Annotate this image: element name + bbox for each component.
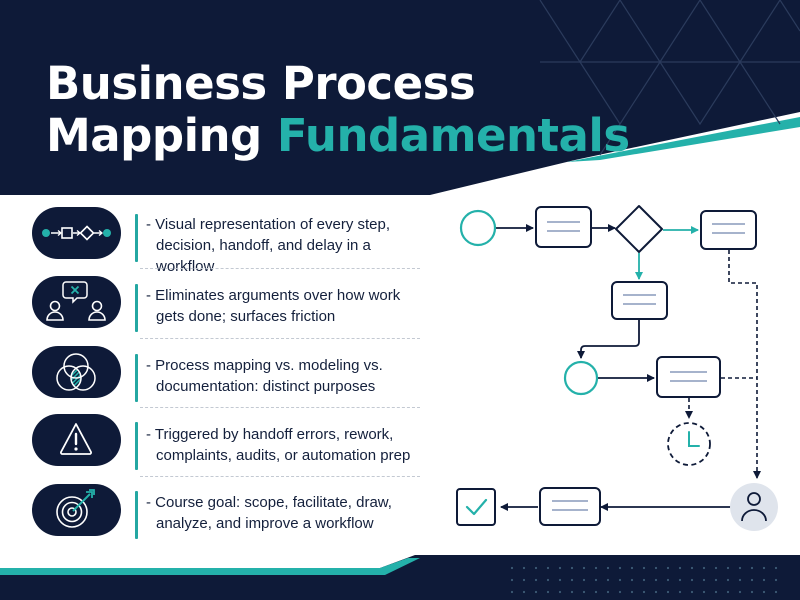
process-flow-icon [32, 207, 121, 259]
process-step-1 [535, 206, 592, 248]
row-4-accent-bar [135, 422, 138, 470]
process-step-mid [656, 356, 721, 398]
row-3-line-2: documentation: distinct purposes [156, 378, 376, 395]
intermediate-node [563, 360, 599, 396]
footer-band [0, 555, 800, 600]
timer-node [667, 422, 711, 466]
row-1-line-1: - Visual representation of every step, [146, 216, 391, 233]
check-complete-icon [456, 488, 496, 526]
page-title: Business Process Mapping Fundamentals [46, 58, 630, 162]
row-5-line-1: - Course goal: scope, facilitate, draw, [146, 494, 392, 511]
header-teal-accent [567, 117, 800, 162]
row-1-text: - Visual representation of every step, d… [146, 214, 426, 277]
decision-node [615, 205, 663, 253]
row-divider [140, 407, 420, 408]
process-step-down [611, 281, 668, 320]
row-1-accent-bar [135, 214, 138, 262]
venn-diagram-icon [32, 346, 121, 398]
row-3-accent-bar [135, 354, 138, 402]
row-2-line-1: - Eliminates arguments over how work [146, 287, 401, 304]
row-5-text: - Course goal: scope, facilitate, draw, … [146, 492, 426, 534]
discussion-icon [32, 276, 121, 328]
row-4-text: - Triggered by handoff errors, rework, c… [146, 424, 426, 466]
row-2-accent-bar [135, 284, 138, 332]
process-step-right [700, 210, 757, 250]
title-line-2-plain: Mapping [46, 109, 277, 162]
header-triangle-pattern [539, 0, 800, 156]
target-icon [32, 484, 121, 536]
row-5-line-2: analyze, and improve a workflow [156, 515, 374, 532]
connector-step-right-to-user [728, 250, 761, 479]
connector-step-down-to-circle [577, 319, 640, 359]
footer-teal-accent [0, 558, 420, 575]
footer-dot-pattern [510, 566, 778, 594]
header-band [0, 0, 800, 195]
row-divider [140, 338, 420, 339]
row-divider [140, 268, 420, 269]
row-3-text: - Process mapping vs. modeling vs. docum… [146, 355, 426, 397]
row-divider [140, 476, 420, 477]
row-2-text: - Eliminates arguments over how work get… [146, 285, 426, 327]
start-node [459, 209, 497, 247]
row-4-line-2: complaints, audits, or automation prep [156, 447, 411, 464]
row-3-line-1: - Process mapping vs. modeling vs. [146, 357, 383, 374]
row-2-line-2: gets done; surfaces friction [156, 308, 336, 325]
user-node [730, 483, 778, 531]
title-line-2-accent: Fundamentals [276, 109, 630, 162]
row-1-line-2: decision, handoff, and delay in a workfl… [156, 237, 371, 275]
row-5-accent-bar [135, 491, 138, 539]
title-line-1: Business Process [46, 57, 476, 110]
warning-icon [32, 414, 121, 466]
process-step-bottom [539, 487, 601, 526]
row-4-line-1: - Triggered by handoff errors, rework, [146, 426, 394, 443]
